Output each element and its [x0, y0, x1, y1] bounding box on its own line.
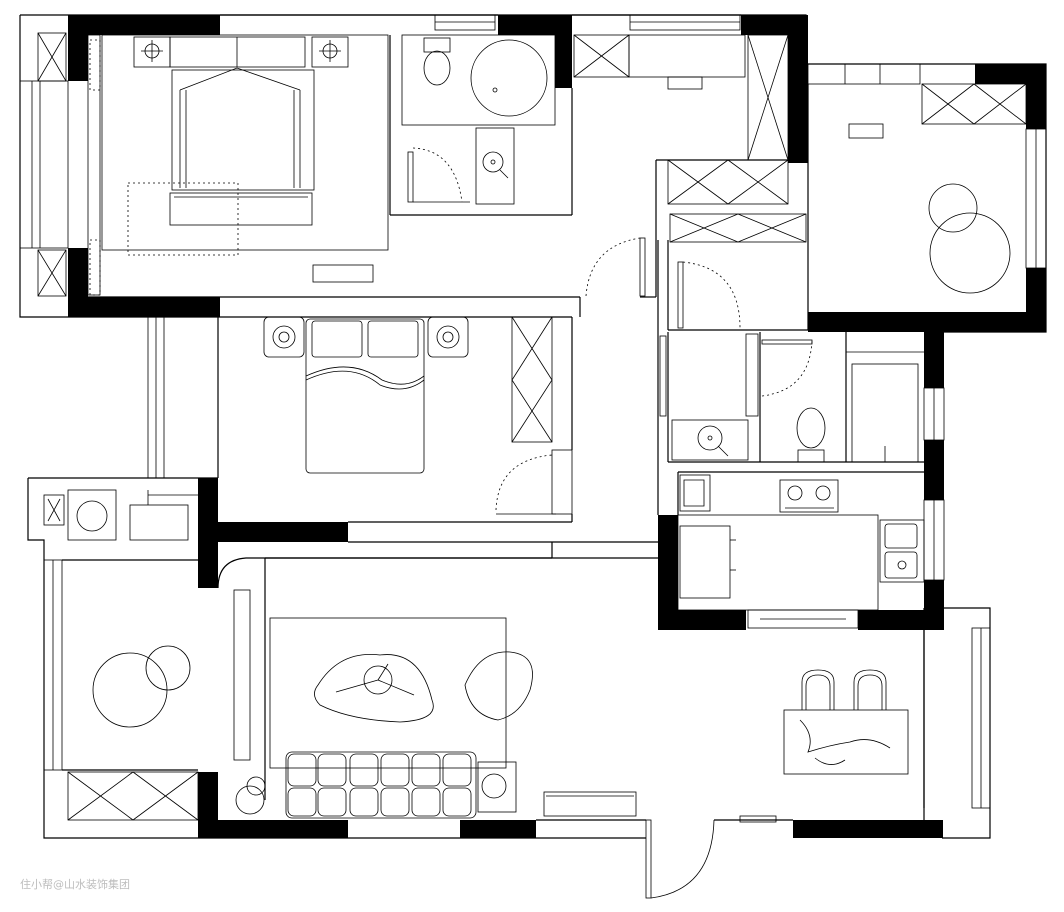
- living-room: [233, 589, 909, 899]
- master-bathroom: [401, 34, 556, 205]
- structural-walls: [68, 15, 1046, 838]
- study-room: [573, 34, 1027, 329]
- laundry-balcony: [43, 489, 200, 821]
- misc-details: [89, 39, 667, 417]
- outer-outline: [19, 14, 1047, 839]
- master-bedroom: [87, 34, 389, 296]
- watermark-text: 住小帮@山水装饰集团: [20, 878, 130, 891]
- second-bedroom: [263, 237, 646, 515]
- common-bathroom: [671, 333, 924, 463]
- kitchen: [677, 474, 925, 629]
